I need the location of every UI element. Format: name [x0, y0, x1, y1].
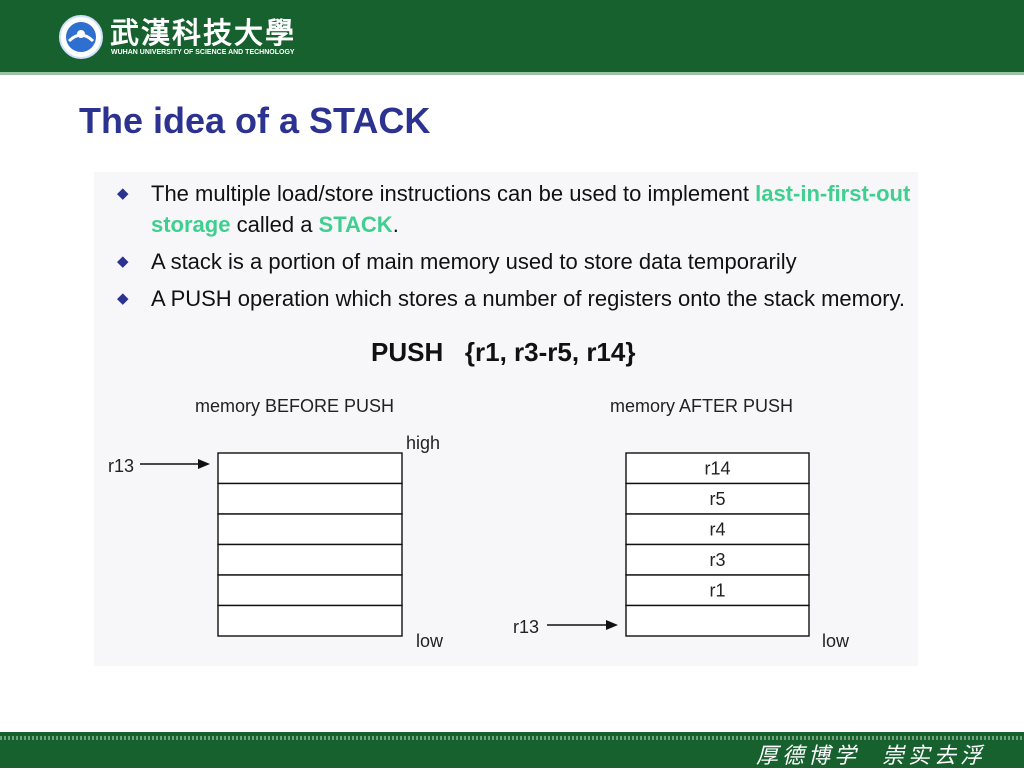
after-low-label: low	[822, 631, 850, 651]
memory-cell-label: r5	[709, 489, 725, 509]
push-instruction: PUSH {r1, r3-r5, r14}	[371, 337, 636, 367]
after-caption: memory AFTER PUSH	[610, 396, 793, 416]
memory-cell	[217, 574, 403, 607]
before-stack	[217, 452, 403, 637]
memory-cell	[625, 452, 810, 485]
memory-cell	[625, 574, 810, 607]
memory-cell-label: r1	[709, 580, 725, 600]
before-high-label: high	[406, 433, 440, 453]
before-caption: memory BEFORE PUSH	[195, 396, 394, 416]
bullet-text: .	[392, 212, 399, 237]
memory-cell	[217, 482, 403, 515]
memory-cell-label: r3	[709, 550, 725, 570]
after-pointer-label: r13	[513, 617, 539, 637]
footer-pattern	[0, 736, 1024, 740]
memory-cell	[625, 543, 810, 576]
bullet-text: The multiple load/store instructions can…	[151, 181, 756, 206]
memory-cell	[217, 543, 403, 576]
bullet-list: ◆ The multiple load/store instructions ca…	[117, 178, 917, 320]
highlight-text: last-in-first-out storage	[151, 181, 911, 237]
memory-cell	[217, 513, 403, 546]
university-name-english: WUHAN UNIVERSITY OF SCIENCE AND TECHNOLO…	[111, 49, 295, 56]
memory-cell-label: r4	[709, 519, 725, 539]
bullet-text: A stack is a portion of main memory used…	[151, 249, 797, 274]
before-pointer-arrow-icon	[140, 459, 210, 469]
highlight-text: STACK	[318, 212, 393, 237]
memory-cell	[625, 513, 810, 546]
university-name-chinese: 武漢科技大學	[110, 16, 297, 50]
after-pointer-arrow-icon	[547, 620, 618, 630]
university-motto: 厚德博学 崇实去浮	[756, 744, 986, 769]
diamond-bullet-icon: ◆	[117, 253, 129, 270]
memory-cell	[217, 604, 403, 637]
slide-title: The idea of a STACK	[79, 100, 431, 141]
university-emblem-icon	[59, 15, 103, 59]
bullet-text: A PUSH operation which stores a number o…	[151, 286, 906, 311]
bullet-item: ◆ The multiple load/store instructions ca…	[117, 178, 917, 240]
diamond-bullet-icon: ◆	[117, 290, 129, 307]
header-bar	[0, 0, 1024, 72]
memory-cell-label: r14	[704, 458, 730, 478]
before-pointer-label: r13	[108, 456, 134, 476]
bullet-item: ◆ A PUSH operation which stores a number …	[117, 283, 917, 314]
header-divider	[0, 72, 1024, 75]
bullet-item: ◆ A stack is a portion of main memory use…	[117, 246, 917, 277]
memory-cell	[625, 604, 810, 637]
bullet-text: called a	[230, 212, 319, 237]
before-low-label: low	[416, 631, 444, 651]
after-stack: r14 r5 r4 r3 r1	[625, 452, 810, 637]
memory-cell	[217, 452, 403, 485]
diamond-bullet-icon: ◆	[117, 185, 129, 202]
